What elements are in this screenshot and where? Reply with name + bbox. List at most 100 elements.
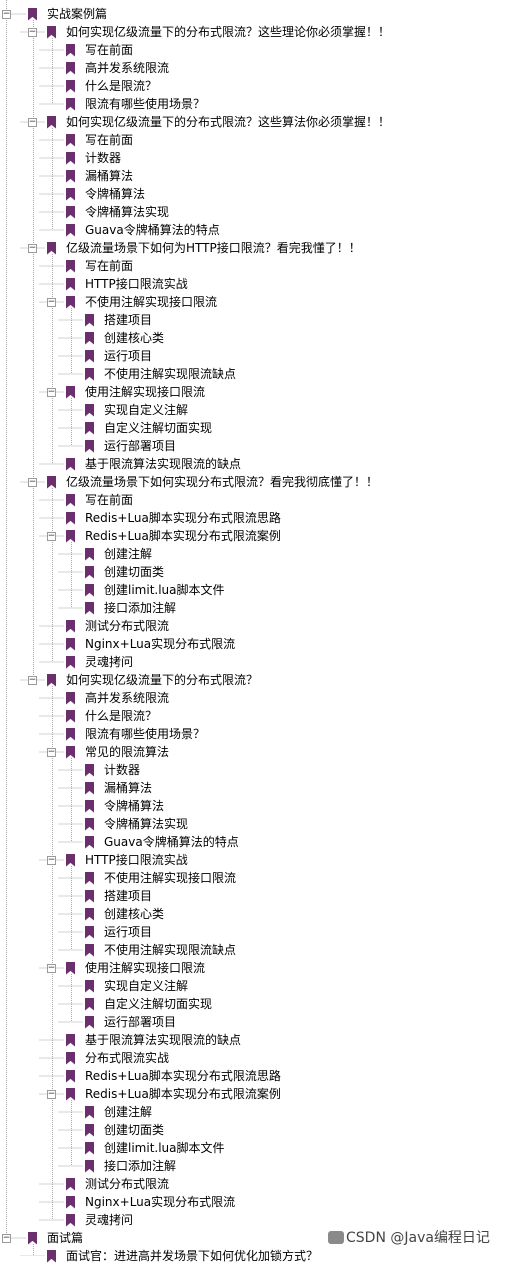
tree-item[interactable]: 不使用注解实现接口限流 xyxy=(85,869,236,887)
collapse-toggle-icon[interactable]: − xyxy=(47,386,56,397)
tree-item[interactable]: 亿级流量场景下如何实现分布式限流？看完我彻底懂了！！ xyxy=(47,473,378,491)
tree-item[interactable]: 基于限流算法实现限流的缺点 xyxy=(66,455,241,473)
collapse-toggle-icon[interactable]: − xyxy=(47,854,56,865)
tree-item[interactable]: HTTP接口限流实战 xyxy=(66,851,188,869)
collapse-toggle-icon[interactable]: − xyxy=(47,962,56,973)
tree-item[interactable]: 自定义注解切面实现 xyxy=(85,995,212,1013)
tree-item[interactable]: 令牌桶算法 xyxy=(85,797,164,815)
collapse-toggle-icon[interactable]: − xyxy=(2,8,11,19)
tree-item[interactable]: 计数器 xyxy=(66,149,121,167)
tree-item[interactable]: 令牌桶算法实现 xyxy=(85,815,188,833)
tree-item[interactable]: 限流有哪些使用场景？ xyxy=(66,725,205,743)
tree-item[interactable]: 不使用注解实现限流缺点 xyxy=(85,365,236,383)
bookmark-icon xyxy=(66,223,75,237)
tree-item-label: 不使用注解实现接口限流 xyxy=(85,295,218,309)
collapse-toggle-icon[interactable]: − xyxy=(47,746,56,757)
tree-item[interactable]: 测试分布式限流 xyxy=(66,1175,169,1193)
tree-item[interactable]: 写在前面 xyxy=(66,41,133,59)
bookmark-icon xyxy=(85,547,94,561)
tree-item[interactable]: 运行项目 xyxy=(85,347,152,365)
tree-item[interactable]: Redis+Lua脚本实现分布式限流案例 xyxy=(66,1085,281,1103)
bookmark-icon xyxy=(66,529,75,543)
tree-item[interactable]: 实现自定义注解 xyxy=(85,401,188,419)
tree-item[interactable]: 什么是限流？ xyxy=(66,707,157,725)
tree-item-label: 面试官：进进高并发场景下如何优化加锁方式？ xyxy=(66,1249,319,1263)
tree-item[interactable]: 接口添加注解 xyxy=(85,1157,176,1175)
bookmark-icon xyxy=(66,655,75,669)
bookmark-icon xyxy=(66,295,75,309)
tree-item-label: 令牌桶算法实现 xyxy=(104,817,189,831)
tree-item[interactable]: 创建切面类 xyxy=(85,563,164,581)
tree-item[interactable]: Redis+Lua脚本实现分布式限流思路 xyxy=(66,1067,281,1085)
tree-item[interactable]: 搭建项目 xyxy=(85,887,152,905)
tree-item[interactable]: 令牌桶算法实现 xyxy=(66,203,169,221)
tree-item-label: 高并发系统限流 xyxy=(85,61,170,75)
bookmark-icon xyxy=(85,979,94,993)
tree-item[interactable]: 创建核心类 xyxy=(85,905,164,923)
tree-item[interactable]: 实战案例篇 xyxy=(28,5,107,23)
tree-item[interactable]: 运行项目 xyxy=(85,923,152,941)
collapse-toggle-icon[interactable]: − xyxy=(28,116,37,127)
tree-item-label: 创建limit.lua脚本文件 xyxy=(104,583,225,597)
tree-item[interactable]: 使用注解实现接口限流 xyxy=(66,959,205,977)
collapse-toggle-icon[interactable]: − xyxy=(47,296,56,307)
tree-item[interactable]: 如何实现亿级流量下的分布式限流？这些理论你必须掌握！！ xyxy=(47,23,390,41)
tree-item[interactable]: 分布式限流实战 xyxy=(66,1049,169,1067)
tree-item[interactable]: 创建切面类 xyxy=(85,1121,164,1139)
tree-item[interactable]: 创建注解 xyxy=(85,1103,152,1121)
tree-item[interactable]: 创建limit.lua脚本文件 xyxy=(85,581,225,599)
tree-item[interactable]: Nginx+Lua实现分布式限流 xyxy=(66,635,235,653)
tree-item[interactable]: 常见的限流算法 xyxy=(66,743,169,761)
tree-item[interactable]: 限流有哪些使用场景？ xyxy=(66,95,205,113)
tree-item[interactable]: 创建核心类 xyxy=(85,329,164,347)
tree-item[interactable]: 自定义注解切面实现 xyxy=(85,419,212,437)
tree-item-label: 不使用注解实现限流缺点 xyxy=(104,367,237,381)
collapse-toggle-icon[interactable]: − xyxy=(2,1232,11,1243)
tree-item[interactable]: 不使用注解实现限流缺点 xyxy=(85,941,236,959)
tree-item[interactable]: 测试分布式限流 xyxy=(66,617,169,635)
collapse-toggle-icon[interactable]: − xyxy=(28,476,37,487)
tree-item[interactable]: 创建注解 xyxy=(85,545,152,563)
collapse-toggle-icon[interactable]: − xyxy=(28,242,37,253)
tree-item[interactable]: 创建limit.lua脚本文件 xyxy=(85,1139,225,1157)
tree-item[interactable]: Redis+Lua脚本实现分布式限流思路 xyxy=(66,509,281,527)
tree-item[interactable]: 接口添加注解 xyxy=(85,599,176,617)
tree-item[interactable]: 亿级流量场景下如何为HTTP接口限流？看完我懂了！！ xyxy=(47,239,361,257)
tree-item[interactable]: 如何实现亿级流量下的分布式限流？ xyxy=(47,671,258,689)
bookmark-icon xyxy=(66,853,75,867)
tree-item[interactable]: 高并发系统限流 xyxy=(66,689,169,707)
tree-item[interactable]: 使用注解实现接口限流 xyxy=(66,383,205,401)
tree-item[interactable]: 漏桶算法 xyxy=(66,167,133,185)
collapse-toggle-icon[interactable]: − xyxy=(47,530,56,541)
tree-item-label: 运行部署项目 xyxy=(104,1015,177,1029)
tree-item[interactable]: 如何实现亿级流量下的分布式限流？这些算法你必须掌握！！ xyxy=(47,113,390,131)
tree-item[interactable]: 不使用注解实现接口限流 xyxy=(66,293,217,311)
collapse-toggle-icon[interactable]: − xyxy=(28,674,37,685)
tree-item[interactable]: 运行部署项目 xyxy=(85,1013,176,1031)
tree-item[interactable]: 写在前面 xyxy=(66,491,133,509)
collapse-toggle-icon[interactable]: − xyxy=(47,1088,56,1099)
tree-item-label: 使用注解实现接口限流 xyxy=(85,385,206,399)
tree-item[interactable]: 搭建项目 xyxy=(85,311,152,329)
tree-item[interactable]: 基于限流算法实现限流的缺点 xyxy=(66,1031,241,1049)
collapse-toggle-icon[interactable]: − xyxy=(28,26,37,37)
tree-item[interactable]: 漏桶算法 xyxy=(85,779,152,797)
tree-item[interactable]: HTTP接口限流实战 xyxy=(66,275,188,293)
tree-item[interactable]: 灵魂拷问 xyxy=(66,1211,133,1229)
tree-item[interactable]: 计数器 xyxy=(85,761,140,779)
tree-item[interactable]: 什么是限流？ xyxy=(66,77,157,95)
tree-item[interactable]: 写在前面 xyxy=(66,257,133,275)
tree-item[interactable]: Redis+Lua脚本实现分布式限流案例 xyxy=(66,527,281,545)
tree-item[interactable]: 面试官：进进高并发场景下如何优化加锁方式？ xyxy=(47,1247,318,1265)
tree-item[interactable]: Guava令牌桶算法的特点 xyxy=(66,221,220,239)
tree-item[interactable]: 面试篇 xyxy=(28,1229,83,1247)
tree-item[interactable]: Guava令牌桶算法的特点 xyxy=(85,833,239,851)
tree-item[interactable]: 灵魂拷问 xyxy=(66,653,133,671)
bookmark-icon xyxy=(85,799,94,813)
tree-item[interactable]: 高并发系统限流 xyxy=(66,59,169,77)
tree-item[interactable]: 令牌桶算法 xyxy=(66,185,145,203)
tree-item[interactable]: 实现自定义注解 xyxy=(85,977,188,995)
tree-item[interactable]: Nginx+Lua实现分布式限流 xyxy=(66,1193,235,1211)
tree-item[interactable]: 写在前面 xyxy=(66,131,133,149)
tree-item[interactable]: 运行部署项目 xyxy=(85,437,176,455)
